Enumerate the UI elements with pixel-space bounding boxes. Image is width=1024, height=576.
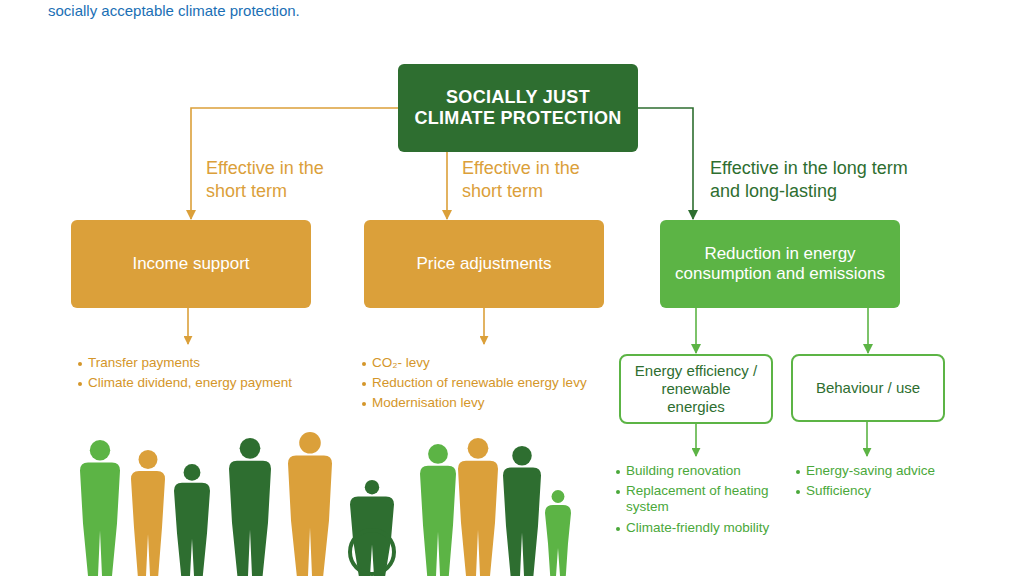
box-text: Reduction in energy consumption and emis… (670, 244, 890, 284)
person-head (184, 464, 201, 481)
person-head (552, 490, 565, 503)
person-head (240, 438, 261, 459)
bullet-item: Modernisation levy (361, 395, 622, 411)
leader-arrow (695, 422, 697, 456)
box-text: SOCIALLY JUST CLIMATE PROTECTION (408, 87, 628, 129)
person-head (90, 440, 110, 460)
person-body (80, 462, 120, 576)
connector-arrow (695, 308, 697, 353)
category-box: Income support (71, 220, 311, 308)
person-head (512, 446, 532, 466)
edge-label: Effective in the long term and long-last… (708, 157, 912, 204)
leader-arrow (483, 308, 485, 344)
person-head (299, 432, 321, 454)
bullet-item: Replacement of heating system (615, 483, 796, 516)
person-body (288, 456, 332, 576)
bullet-item: Reduction of renewable energy levy (361, 375, 627, 391)
box-text: Income support (132, 254, 249, 274)
person-body (229, 461, 271, 576)
bullet-item: CO₂- levy (361, 355, 622, 371)
person-head (139, 450, 158, 469)
connector-arrow (638, 108, 693, 219)
person-body (131, 471, 165, 576)
bullet-item: Building renovation (615, 463, 796, 479)
measure-box: Energy efficiency / renewable energies (619, 354, 773, 424)
heading-fragment: socially acceptable climate protection. (48, 2, 448, 20)
measure-box: Behaviour / use (791, 354, 945, 422)
person-head (468, 438, 489, 459)
edge-label: Effective in the short term (204, 157, 343, 204)
category-box: Reduction in energy consumption and emis… (660, 220, 900, 308)
box-text: Energy efficiency / renewable energies (631, 362, 761, 415)
bullet-item: Energy-saving advice (795, 463, 976, 479)
leader-arrow (187, 308, 189, 344)
box-text: Behaviour / use (816, 379, 920, 397)
title-box: SOCIALLY JUST CLIMATE PROTECTION (398, 64, 638, 152)
leader-arrow (866, 422, 868, 456)
bullet-item: Sufficiency (795, 483, 976, 499)
person-body (174, 483, 210, 576)
edge-label: Effective in the short term (460, 157, 599, 204)
person-body (420, 466, 456, 576)
category-box: Price adjustments (364, 220, 604, 308)
bullet-item: Climate dividend, energy payment (77, 375, 328, 391)
person-head (428, 444, 448, 464)
person-body (458, 461, 498, 576)
person-body (503, 468, 541, 576)
bullet-item: Transfer payments (77, 355, 318, 371)
connector-arrow (191, 108, 398, 219)
person-body (350, 496, 394, 576)
wheelchair-wheel (350, 530, 394, 574)
person-head (365, 480, 379, 494)
bullet-item: Climate-friendly mobility (615, 520, 801, 536)
people-silhouettes (80, 432, 571, 576)
box-text: Price adjustments (416, 254, 551, 274)
person-body (545, 505, 571, 576)
connector-arrow (867, 308, 869, 353)
